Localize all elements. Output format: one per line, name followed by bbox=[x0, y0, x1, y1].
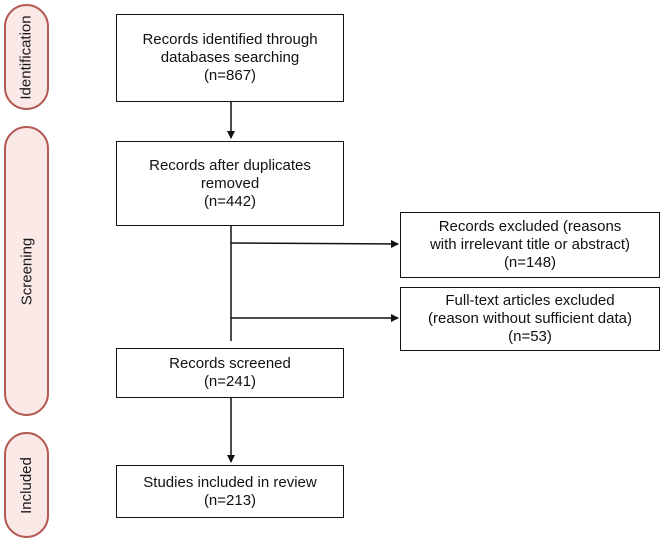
box-records-excluded-line2: with irrelevant title or abstract) bbox=[429, 236, 631, 253]
box-records-screened: Records screened (n=241) bbox=[116, 348, 344, 398]
box-studies-included: Studies included in review (n=213) bbox=[116, 465, 344, 518]
stage-identification: Identification bbox=[4, 4, 49, 110]
stage-included-label: Included bbox=[18, 456, 35, 514]
box-records-identified: Records identified through databases sea… bbox=[116, 14, 344, 102]
box-studies-included-line1: Studies included in review bbox=[143, 473, 317, 491]
box-studies-included-count: (n=213) bbox=[203, 491, 257, 509]
stage-screening-label: Screening bbox=[18, 237, 36, 305]
box-records-excluded-line1: Records excluded (reasons bbox=[438, 218, 622, 235]
box-fulltext-excluded-line1: Full-text articles excluded bbox=[445, 292, 615, 309]
box-records-identified-line1: Records identified through bbox=[142, 31, 318, 48]
box-records-excluded-count: (n=148) bbox=[503, 254, 557, 271]
stage-screening: Screening bbox=[4, 126, 49, 416]
box-fulltext-excluded-line2: (reason without sufficient data) bbox=[427, 310, 632, 327]
box-records-screened-line1: Records screened bbox=[169, 355, 291, 372]
stage-included: Included bbox=[4, 432, 49, 538]
box-after-duplicates: Records after duplicates removed (n=442) bbox=[116, 141, 344, 226]
box-fulltext-excluded: Full-text articles excluded (reason with… bbox=[400, 287, 660, 351]
arrow-to-excluded-title bbox=[230, 239, 399, 248]
stage-identification-label: Identification bbox=[18, 14, 36, 100]
box-after-duplicates-count: (n=442) bbox=[203, 192, 257, 210]
box-after-duplicates-line2: removed bbox=[200, 174, 260, 192]
box-records-screened-count: (n=241) bbox=[203, 373, 257, 390]
box-after-duplicates-line1: Records after duplicates bbox=[149, 156, 311, 174]
box-fulltext-excluded-count: (n=53) bbox=[508, 328, 552, 345]
box-records-excluded: Records excluded (reasons with irrelevan… bbox=[400, 212, 660, 278]
box-records-identified-count: (n=867) bbox=[203, 67, 257, 84]
box-records-identified-line2: databases searching bbox=[160, 49, 300, 66]
